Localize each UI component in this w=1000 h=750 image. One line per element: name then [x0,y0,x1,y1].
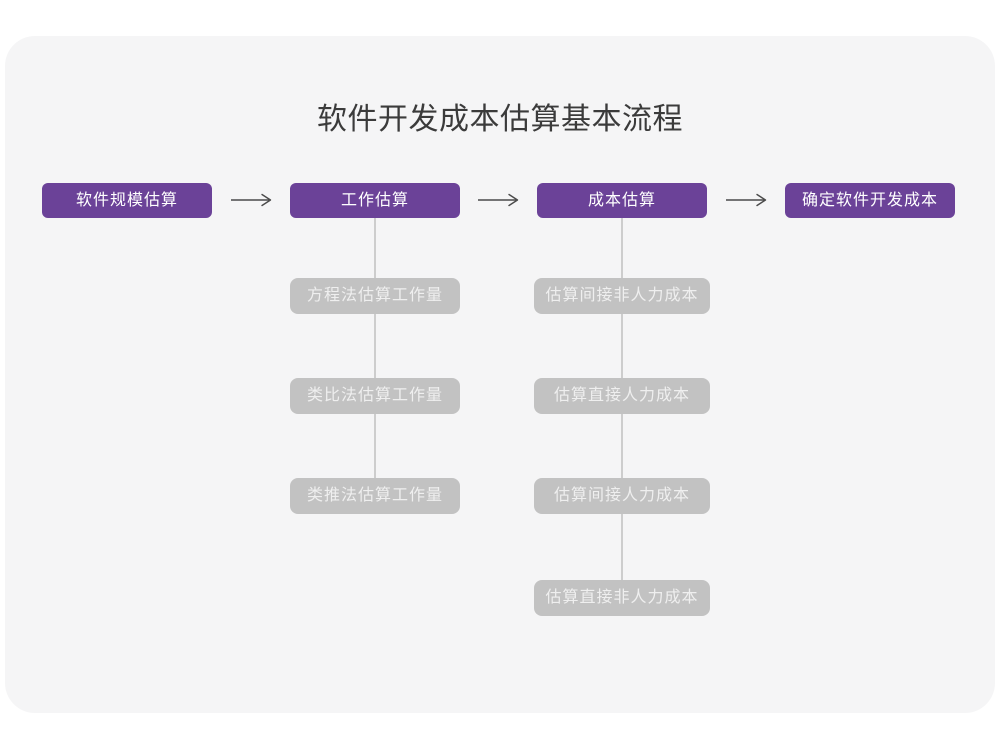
subnode-equation-method-workload: 方程法估算工作量 [290,278,460,314]
arrow-right-icon [231,193,272,207]
arrow-right-icon [478,193,519,207]
subnode-extrapolation-method-workload: 类推法估算工作量 [290,478,460,514]
subnode-indirect-non-labor-cost: 估算间接非人力成本 [534,278,710,314]
node-work-estimation: 工作估算 [290,183,460,218]
arrow-right-icon [726,193,767,207]
node-determine-software-dev-cost: 确定软件开发成本 [785,183,955,218]
node-software-scale-estimation: 软件规模估算 [42,183,212,218]
flowchart-card [5,36,995,713]
subnode-analogy-method-workload: 类比法估算工作量 [290,378,460,414]
page-title: 软件开发成本估算基本流程 [317,103,683,136]
subnode-indirect-labor-cost: 估算间接人力成本 [534,478,710,514]
subnode-direct-non-labor-cost: 估算直接非人力成本 [534,580,710,616]
node-cost-estimation: 成本估算 [537,183,707,218]
subnode-direct-labor-cost: 估算直接人力成本 [534,378,710,414]
connector-work-estimation-column [374,218,376,496]
